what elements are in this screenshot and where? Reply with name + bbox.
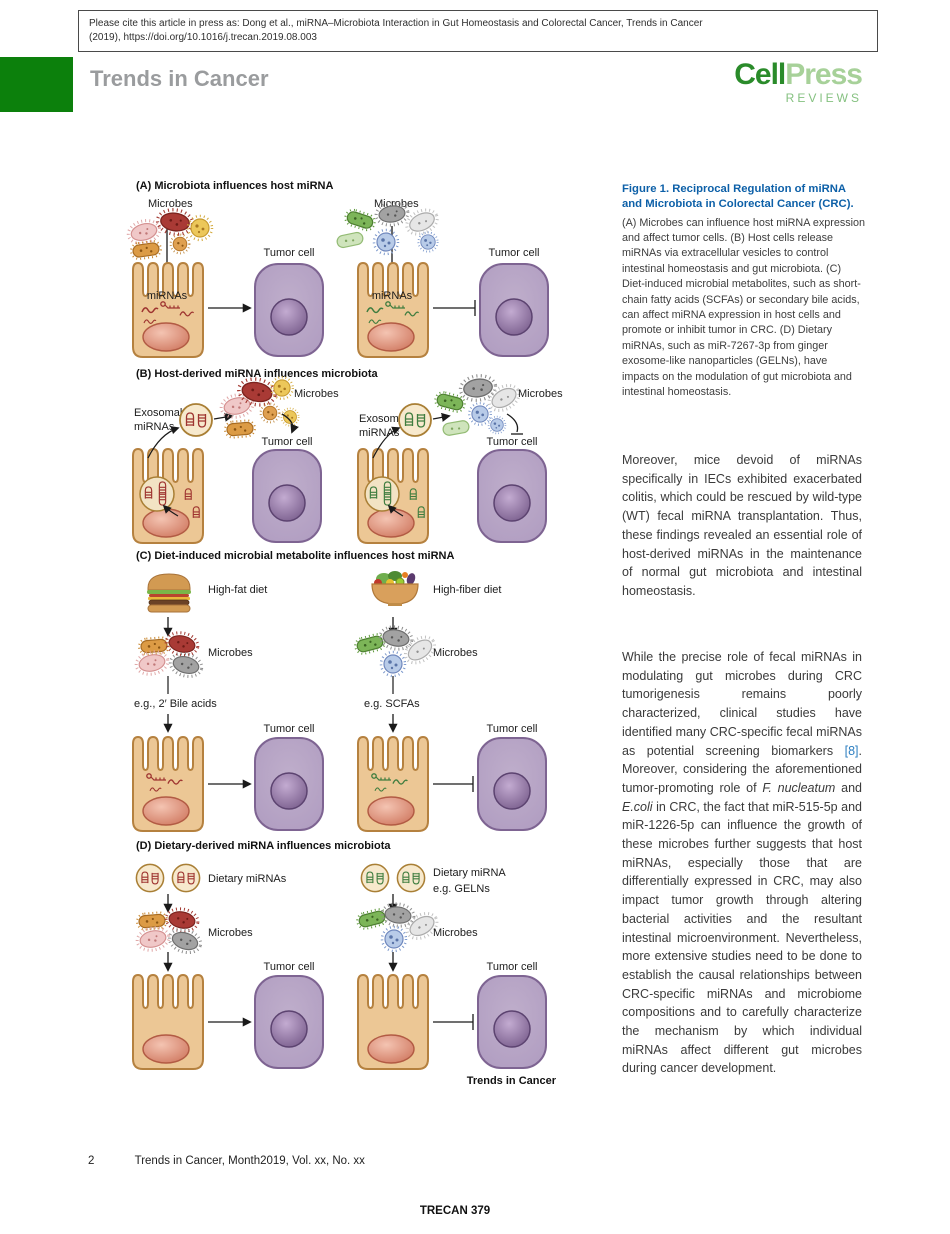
figure-caption-body: (A) Microbes can influence host miRNA ex… bbox=[622, 216, 866, 399]
journal-info: Trends in Cancer, Month2019, Vol. xx, No… bbox=[134, 1155, 365, 1167]
body-paragraph-2: While the precise role of fecal miRNAs i… bbox=[622, 650, 862, 1076]
tumor-cell-label: Tumor cell bbox=[487, 436, 538, 448]
microbe-cluster-icon bbox=[217, 374, 300, 440]
hamburger-icon bbox=[146, 573, 192, 613]
high-fat-diet-label: High-fat diet bbox=[208, 584, 267, 596]
arrow-cell-to-exosome bbox=[147, 426, 180, 459]
microbes-label: Microbes bbox=[518, 388, 563, 400]
citation-line-2: (2019), https://doi.org/10.1016/j.trecan… bbox=[89, 31, 317, 43]
inhibition-curve bbox=[506, 413, 523, 435]
vesicle-icon bbox=[365, 477, 399, 511]
salad-bowl-icon bbox=[371, 570, 419, 607]
figure-caption: Figure 1. Reciprocal Regulation of miRNA… bbox=[622, 182, 866, 400]
cellpress-logo: CellPress REVIEWS bbox=[726, 58, 863, 106]
inhibition-bar bbox=[433, 300, 476, 316]
tumor-cell-icon bbox=[477, 975, 547, 1069]
microbes-label: Microbes bbox=[294, 388, 339, 400]
microbe-cluster-icon bbox=[124, 205, 214, 262]
microbes-label: Microbes bbox=[148, 198, 193, 210]
tumor-cell-icon bbox=[477, 737, 547, 831]
tumor-cell-label: Tumor cell bbox=[487, 961, 538, 973]
bile-acids-label: e.g., 2′ Bile acids bbox=[134, 698, 217, 710]
tumor-cell-icon bbox=[254, 263, 324, 357]
microbe-cluster-icon bbox=[133, 904, 206, 958]
tumor-cell-label: Tumor cell bbox=[264, 961, 315, 973]
panel-a-title: (A) Microbiota influences host miRNA bbox=[136, 180, 333, 192]
panel-d-title: (D) Dietary-derived miRNA influences mic… bbox=[136, 840, 391, 852]
vesicle-icon bbox=[140, 477, 174, 511]
inhibition-bar bbox=[433, 1014, 474, 1030]
reference-link[interactable]: [8] bbox=[844, 743, 859, 758]
mirnas-label: miRNAs bbox=[147, 290, 188, 302]
microbes-label: Microbes bbox=[208, 927, 253, 939]
logo-reviews-text: REVIEWS bbox=[785, 91, 862, 105]
microbes-label: Microbes bbox=[433, 647, 478, 659]
logo-press-text: Press bbox=[785, 58, 863, 91]
dietary-mirna-label: Dietary miRNA bbox=[433, 867, 506, 879]
exosomal-mirnas-label: Exosomal bbox=[134, 407, 182, 419]
arrow-exosome-to-microbes bbox=[432, 412, 451, 422]
intestinal-cell-icon bbox=[357, 974, 429, 1070]
arrow-nucleus-to-vesicle bbox=[387, 504, 404, 517]
body-paragraph-1: Moreover, mice devoid of miRNAs specific… bbox=[622, 453, 862, 598]
microbes-label: Microbes bbox=[433, 927, 478, 939]
figure-caption-title: Figure 1. Reciprocal Regulation of miRNA… bbox=[622, 183, 854, 211]
tumor-cell-label: Tumor cell bbox=[489, 247, 540, 259]
dietary-mirna-icons bbox=[361, 864, 424, 891]
microbe-cluster-icon bbox=[335, 199, 443, 256]
tumor-cell-label: Tumor cell bbox=[264, 723, 315, 735]
microbes-label: Microbes bbox=[374, 198, 419, 210]
arrow-nucleus-to-vesicle bbox=[162, 504, 179, 517]
exosomal-mirnas-label: Exosomal bbox=[359, 413, 407, 425]
scfas-label: e.g. SCFAs bbox=[364, 698, 420, 710]
page-footer: 2 Trends in Cancer, Month2019, Vol. xx, … bbox=[88, 1155, 365, 1167]
citation-line-1: Please cite this article in press as: Do… bbox=[89, 18, 703, 29]
exosome-icon bbox=[180, 404, 212, 436]
microbe-cluster-icon bbox=[432, 371, 525, 437]
tumor-cell-icon bbox=[254, 737, 324, 831]
tumor-cell-icon bbox=[254, 975, 324, 1069]
panel-c-title: (C) Diet-induced microbial metabolite in… bbox=[136, 550, 454, 562]
tumor-cell-icon bbox=[479, 263, 549, 357]
cellpress-wordmark: CellPress bbox=[726, 58, 863, 91]
logo-cell-text: Cell bbox=[734, 58, 786, 91]
microbe-cluster-icon bbox=[352, 622, 441, 678]
page-number: 2 bbox=[88, 1155, 95, 1167]
citation-box: Please cite this article in press as: Do… bbox=[78, 10, 878, 52]
arrow-microbes-to-tumor bbox=[281, 413, 299, 434]
intestinal-cell-icon bbox=[132, 736, 204, 832]
microbes-label: Microbes bbox=[208, 647, 253, 659]
figure-credit: Trends in Cancer bbox=[467, 1075, 557, 1087]
tumor-cell-icon bbox=[477, 449, 547, 543]
arrow-cell-to-exosome bbox=[372, 426, 401, 459]
tumor-cell-label: Tumor cell bbox=[262, 436, 313, 448]
intestinal-cell-icon bbox=[357, 736, 429, 832]
figure-1-diagram: (A) Microbiota influences host miRNA Mic… bbox=[124, 180, 563, 1087]
exosome-icon bbox=[399, 404, 431, 436]
microbe-cluster-icon bbox=[354, 900, 443, 953]
dietary-mirnas-label: Dietary miRNAs bbox=[208, 873, 287, 885]
exosomal-mirnas-label: miRNAs bbox=[134, 421, 175, 433]
inhibition-bar bbox=[433, 776, 474, 792]
intestinal-cell-icon bbox=[132, 974, 204, 1070]
mirnas-label: miRNAs bbox=[372, 290, 413, 302]
tumor-cell-icon bbox=[252, 449, 322, 543]
panel-b-title: (B) Host-derived miRNA influences microb… bbox=[136, 368, 379, 380]
journal-title: Trends in Cancer bbox=[90, 66, 269, 91]
microbe-cluster-icon bbox=[132, 628, 206, 682]
gelns-label: e.g. GELNs bbox=[433, 883, 490, 895]
exosomal-mirnas-label: miRNAs bbox=[359, 427, 400, 439]
journal-brand-block bbox=[0, 57, 73, 112]
tumor-cell-label: Tumor cell bbox=[264, 247, 315, 259]
high-fiber-diet-label: High-fiber diet bbox=[433, 584, 501, 596]
dietary-mirna-icons bbox=[136, 864, 199, 891]
tumor-cell-label: Tumor cell bbox=[487, 723, 538, 735]
article-id: TRECAN 379 bbox=[419, 1205, 491, 1217]
arrow-exosome-to-microbes bbox=[213, 412, 234, 422]
